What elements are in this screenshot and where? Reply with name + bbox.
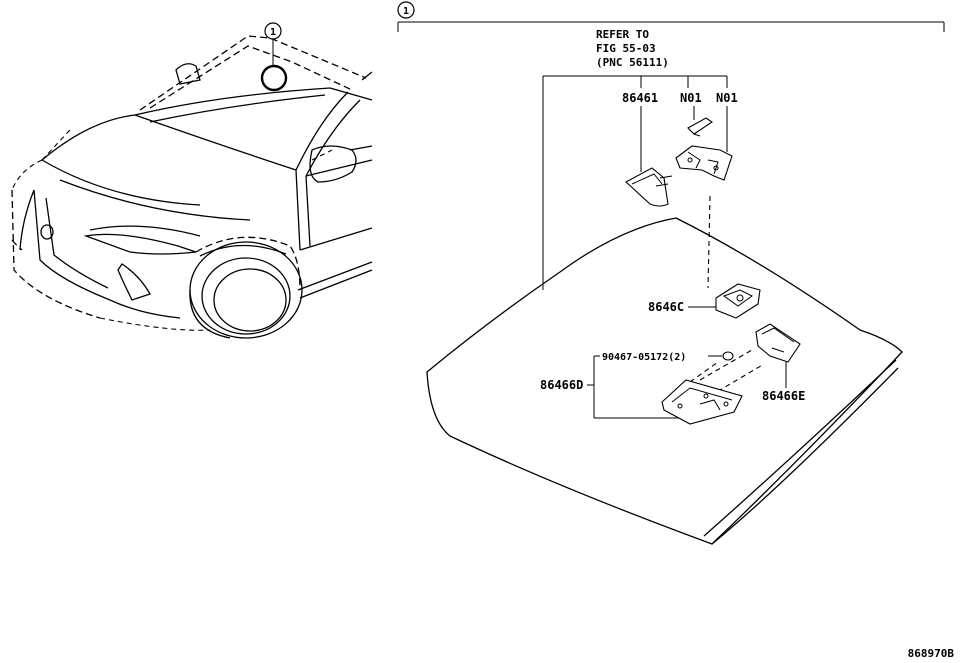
windshield-glass [426, 217, 903, 545]
drawing-number: 868970B [908, 647, 955, 660]
part-86466d-base [587, 355, 743, 425]
part-86466e-holder [755, 323, 801, 388]
refer-line-2: FIG 55-03 [596, 42, 656, 55]
part-n01-bracket [675, 145, 733, 181]
label-86466d: 86466D [540, 378, 583, 392]
refer-line-1: REFER TO [596, 28, 649, 41]
callout-circle-detail [397, 1, 415, 19]
mount-location-marker [260, 64, 288, 92]
vehicle-callout: 1 [260, 22, 288, 92]
label-90467: 90467-05172(2) [602, 352, 686, 363]
refer-note: REFER TO FIG 55-03 (PNC 56111) [596, 28, 669, 69]
part-86461-cover [625, 167, 673, 207]
part-n01-clip [687, 117, 713, 137]
part-labels: 86461 N01 N01 8646C 90467-05172(2) 86466… [540, 91, 805, 403]
label-n01-b: N01 [716, 91, 738, 105]
leader-lines [542, 75, 728, 290]
refer-line-3: (PNC 56111) [596, 56, 669, 69]
vehicle-illustration [11, 35, 373, 339]
label-86461: 86461 [622, 91, 658, 105]
callout-mark-detail: 1 [403, 6, 409, 17]
detail-bracket: 1 [397, 1, 945, 32]
callout-mark-vehicle: 1 [270, 27, 276, 38]
label-86466e: 86466E [762, 389, 805, 403]
label-n01-a: N01 [680, 91, 702, 105]
label-8646c: 8646C [648, 300, 684, 314]
part-8646c-sensor [688, 283, 761, 319]
part-90467-clip [708, 351, 734, 361]
